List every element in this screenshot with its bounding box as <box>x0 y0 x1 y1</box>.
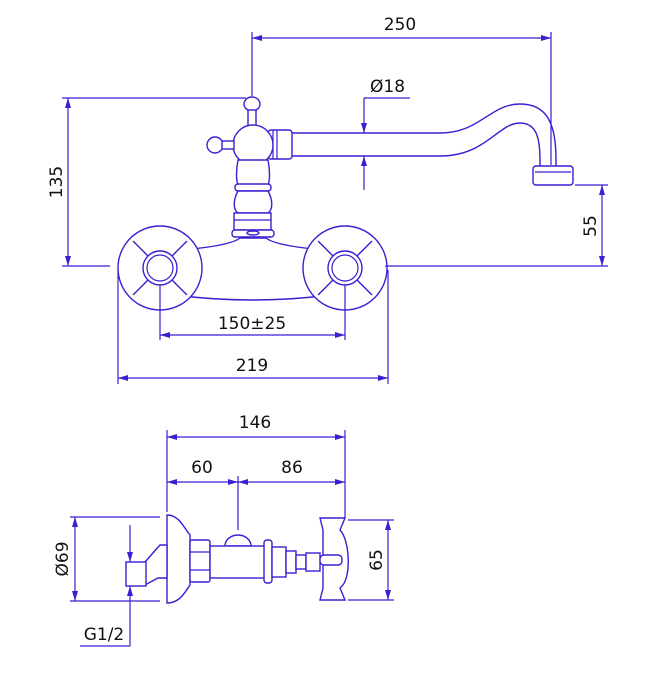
dim-spout-diameter: Ø18 <box>370 77 405 97</box>
dim-total-depth: 146 <box>239 413 271 433</box>
mixer-column <box>206 96 275 238</box>
right-handle-cross <box>317 240 373 296</box>
dim-overall-height: 135 <box>47 166 67 198</box>
mixer-body <box>117 225 388 311</box>
left-handle-cross <box>132 240 188 296</box>
dim-outlet-height: 55 <box>581 215 601 237</box>
dim-wall-to-spout: 60 <box>191 458 213 478</box>
dim-spout-reach: 250 <box>384 15 416 35</box>
dim-spout-to-handle: 86 <box>281 458 303 478</box>
side-body <box>125 514 349 604</box>
dim-overall-width: 219 <box>236 356 268 376</box>
front-dimension-lines <box>62 32 608 384</box>
dim-centre-distance: 150±25 <box>218 314 286 334</box>
side-view: 146 60 86 Ø69 G1/2 65 <box>53 413 394 647</box>
dim-flange-diameter: Ø69 <box>53 541 73 576</box>
side-dimension-lines <box>70 430 394 647</box>
spout <box>267 103 574 186</box>
dim-connection-thread: G1/2 <box>84 625 125 645</box>
dim-handle-size: 65 <box>367 549 387 571</box>
front-view: 250 Ø18 135 55 150±25 219 <box>47 15 608 384</box>
